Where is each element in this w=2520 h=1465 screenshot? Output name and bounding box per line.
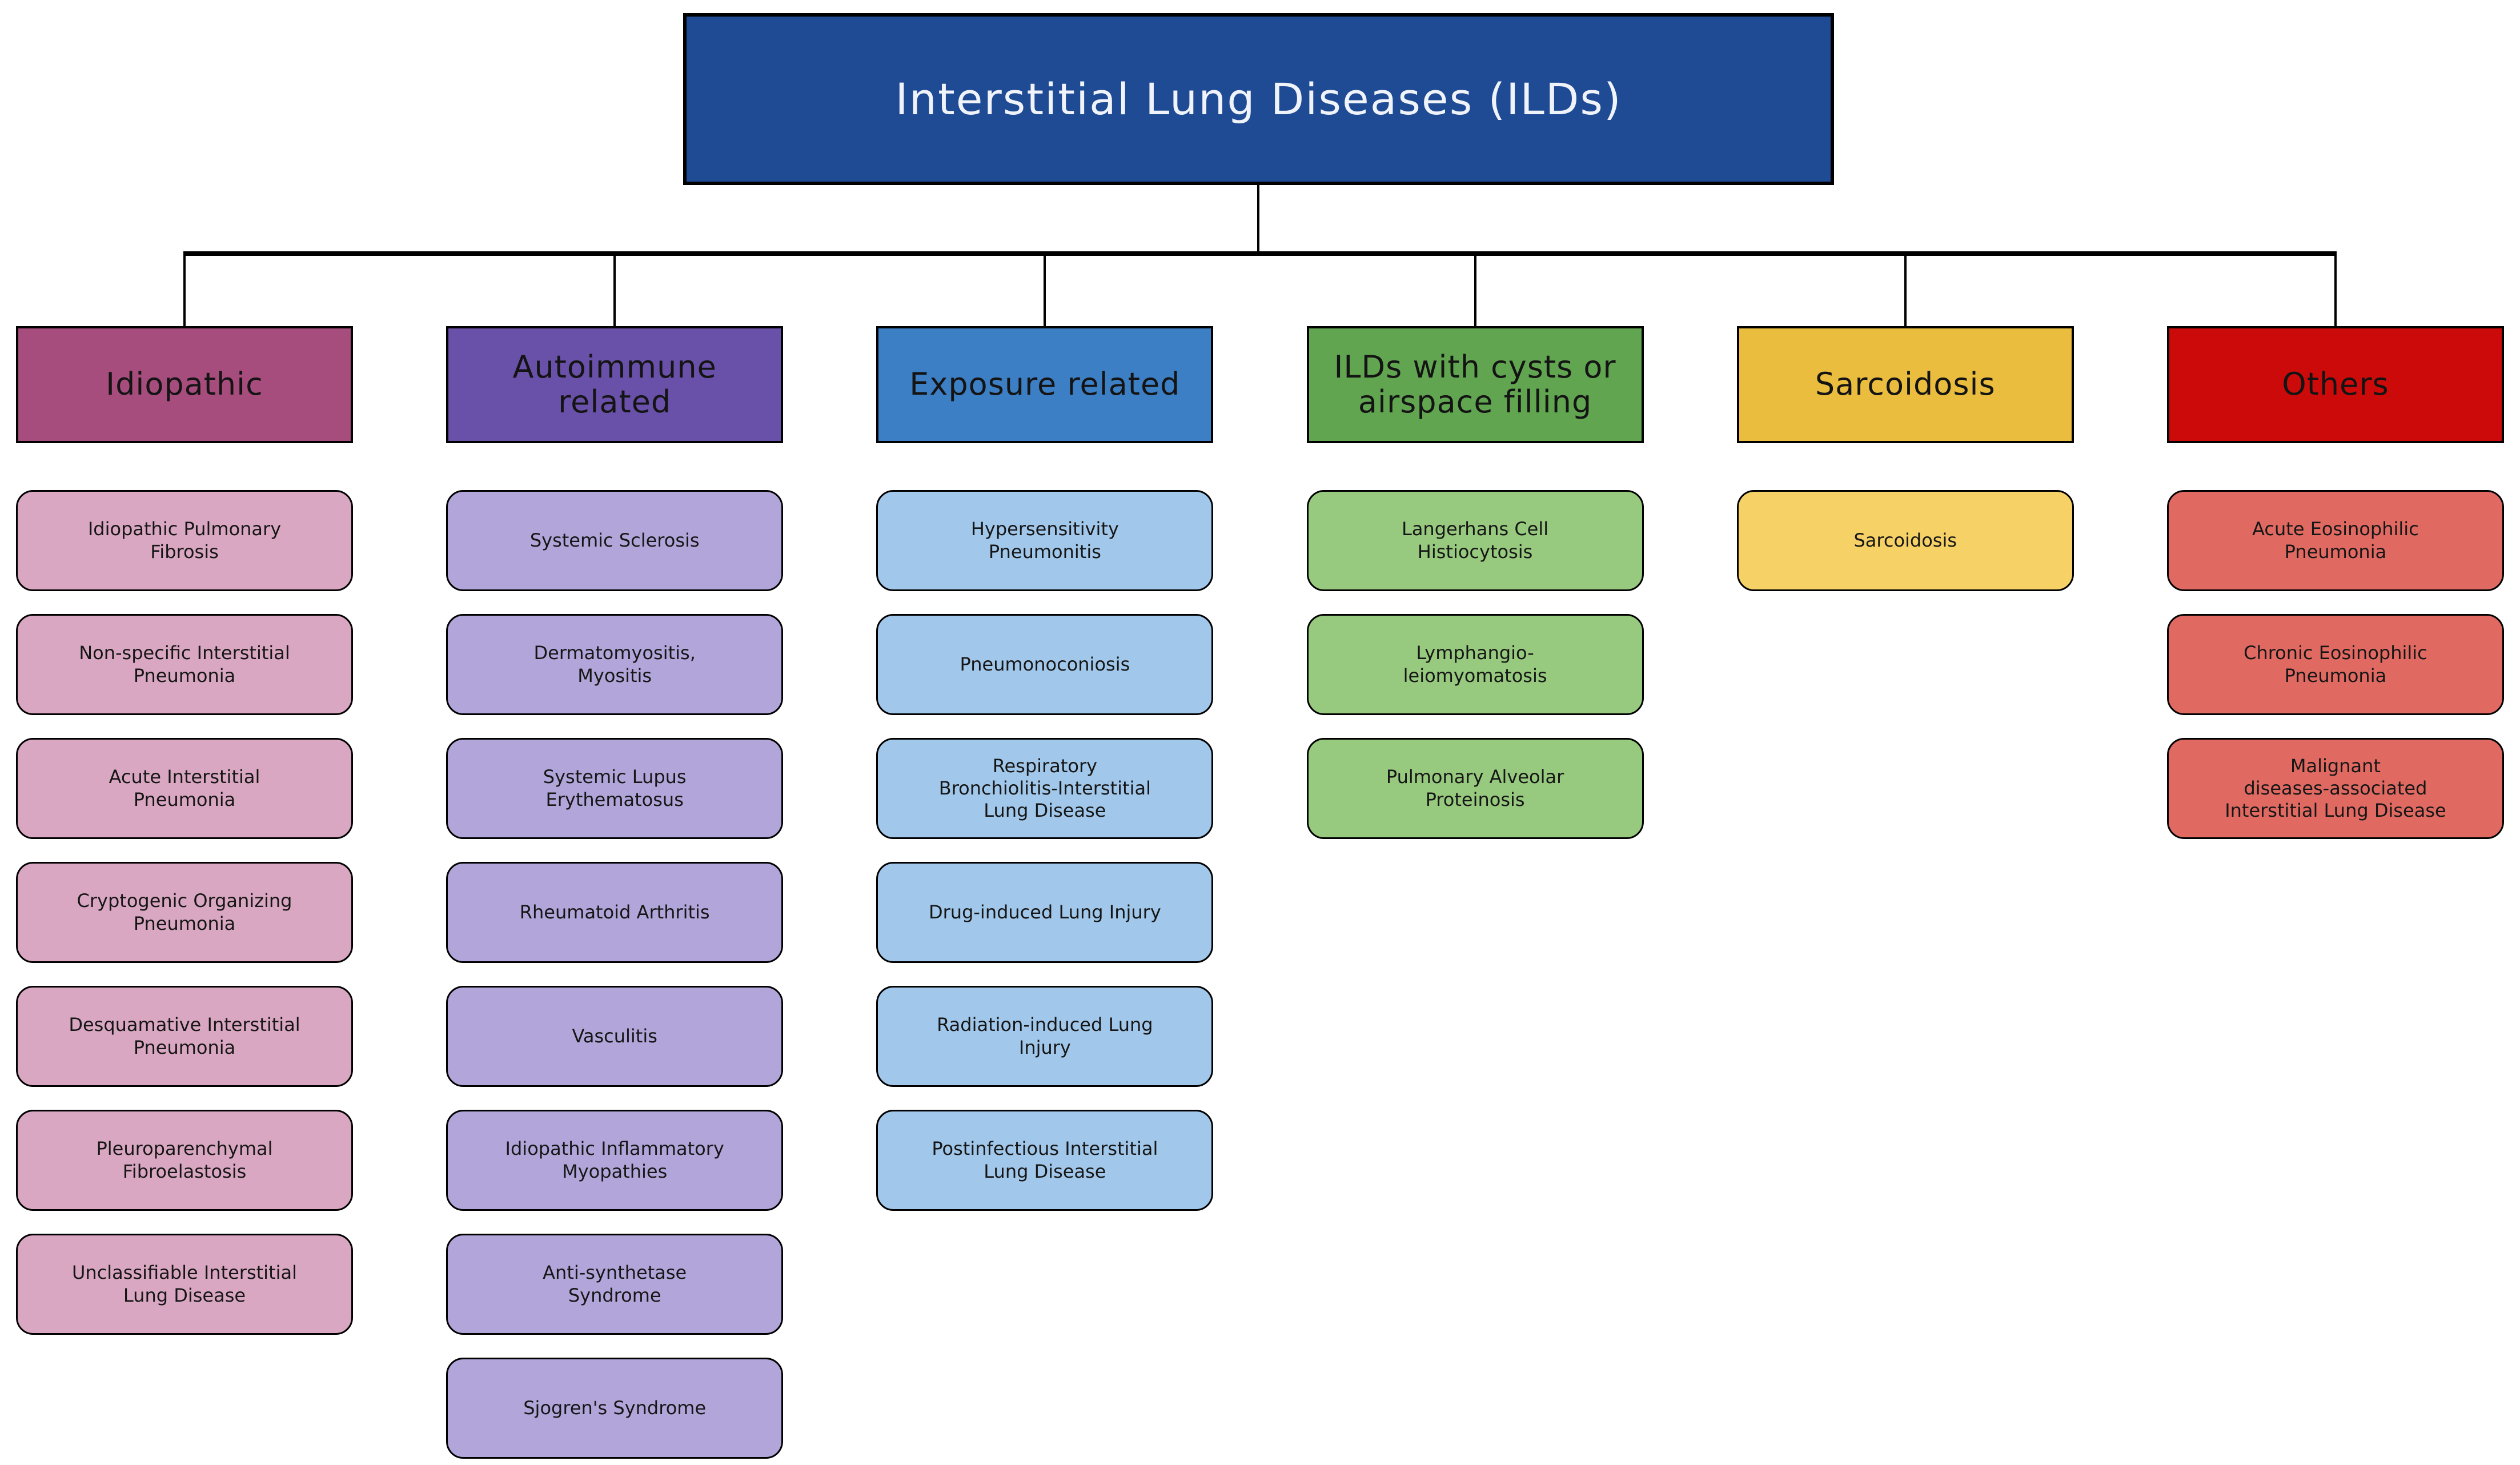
disease-node: Systemic Lupus Erythematosus [446, 738, 784, 839]
root-node: Interstitial Lung Diseases (ILDs) [683, 13, 1834, 185]
disease-node: Lymphangio- leiomyomatosis [1306, 614, 1644, 715]
disease-list: Langerhans Cell Histiocytosis Lymphangio… [1306, 490, 1644, 839]
category-header: Sarcoidosis [1736, 326, 2074, 443]
category-column: ILDs with cysts or airspace filling Lang… [1306, 252, 1644, 1459]
disease-node: Pneumonoconiosis [876, 614, 1214, 715]
disease-node: Systemic Sclerosis [446, 490, 784, 591]
disease-node: Acute Eosinophilic Pneumonia [2166, 490, 2504, 591]
disease-node: Hypersensitivity Pneumonitis [876, 490, 1214, 591]
disease-list: Acute Eosinophilic Pneumonia Chronic Eos… [2166, 490, 2504, 839]
disease-node: Pleuroparenchymal Fibroelastosis [16, 1110, 353, 1211]
connector-drop-line [1904, 252, 1907, 326]
disease-node: Idiopathic Pulmonary Fibrosis [16, 490, 353, 591]
disease-list: Sarcoidosis [1736, 490, 2074, 591]
disease-node: Chronic Eosinophilic Pneumonia [2166, 614, 2504, 715]
disease-node: Non-specific Interstitial Pneumonia [16, 614, 353, 715]
category-column: Exposure related Hypersensitivity Pneumo… [876, 252, 1214, 1459]
category-header: Idiopathic [16, 326, 353, 443]
disease-node: Sarcoidosis [1736, 490, 2074, 591]
category-header: Others [2166, 326, 2504, 443]
category-header: Exposure related [876, 326, 1214, 443]
disease-node: Postinfectious Interstitial Lung Disease [876, 1110, 1214, 1211]
disease-node: Drug-induced Lung Injury [876, 862, 1214, 963]
category-column: Sarcoidosis Sarcoidosis [1736, 252, 2074, 1459]
connector-horizontal-line [183, 251, 2337, 256]
disease-node: Radiation-induced Lung Injury [876, 986, 1214, 1087]
category-column: Idiopathic Idiopathic Pulmonary Fibrosis… [16, 252, 353, 1459]
disease-node: Idiopathic Inflammatory Myopathies [446, 1110, 784, 1211]
disease-node: Cryptogenic Organizing Pneumonia [16, 862, 353, 963]
disease-list: Systemic Sclerosis Dermatomyositis, Myos… [446, 490, 784, 1459]
diagram-title: Interstitial Lung Diseases (ILDs) [895, 74, 1622, 125]
disease-node: Langerhans Cell Histiocytosis [1306, 490, 1644, 591]
category-column: Autoimmune related Systemic Sclerosis De… [446, 252, 784, 1459]
disease-node: Respiratory Bronchiolitis-Interstitial L… [876, 738, 1214, 839]
disease-node: Vasculitis [446, 986, 784, 1087]
disease-node: Malignant diseases-associated Interstiti… [2166, 738, 2504, 839]
category-columns: Idiopathic Idiopathic Pulmonary Fibrosis… [16, 252, 2504, 1459]
disease-node: Dermatomyositis, Myositis [446, 614, 784, 715]
disease-node: Desquamative Interstitial Pneumonia [16, 986, 353, 1087]
disease-list: Hypersensitivity Pneumonitis Pneumonocon… [876, 490, 1214, 1211]
connector-drop-line [183, 252, 186, 326]
connector-drop-line [1044, 252, 1046, 326]
disease-node: Rheumatoid Arthritis [446, 862, 784, 963]
category-column: Others Acute Eosinophilic Pneumonia Chro… [2166, 252, 2504, 1459]
disease-node: Pulmonary Alveolar Proteinosis [1306, 738, 1644, 839]
disease-list: Idiopathic Pulmonary Fibrosis Non-specif… [16, 490, 353, 1335]
connector-drop-line [613, 252, 616, 326]
disease-node: Acute Interstitial Pneumonia [16, 738, 353, 839]
connector-drop-line [2334, 252, 2337, 326]
category-header: ILDs with cysts or airspace filling [1306, 326, 1644, 443]
disease-node: Unclassifiable Interstitial Lung Disease [16, 1234, 353, 1335]
connector-drop-line [1474, 252, 1476, 326]
category-header: Autoimmune related [446, 326, 784, 443]
connector-title-stub [1257, 185, 1259, 255]
disease-node: Sjogren's Syndrome [446, 1358, 784, 1459]
disease-node: Anti-synthetase Syndrome [446, 1234, 784, 1335]
